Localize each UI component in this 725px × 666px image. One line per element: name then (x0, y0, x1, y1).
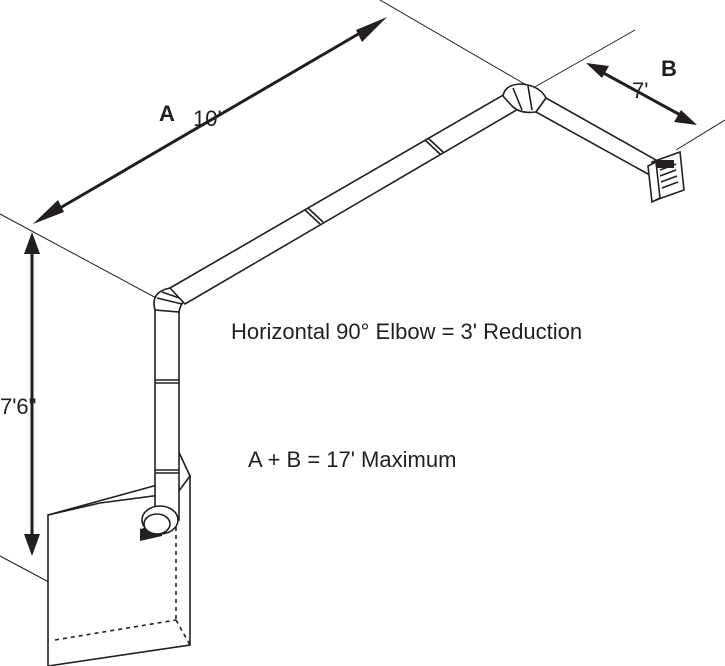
upper-horizontal-elbow (502, 83, 547, 114)
dimension-arrow-height (24, 232, 40, 556)
vent-termination-cap (647, 150, 685, 204)
elbow-reduction-note: Horizontal 90° Elbow = 3' Reduction (231, 319, 582, 344)
dimension-arrow-a (33, 17, 387, 224)
maximum-length-note: A + B = 17' Maximum (248, 447, 456, 472)
horizontal-run-pipe-a (168, 93, 522, 306)
horizontal-run-pipe-b (534, 96, 658, 176)
label-section-b: B (661, 56, 677, 81)
label-section-a: A (159, 101, 175, 126)
label-length-a: 10' (193, 106, 222, 131)
label-length-b: 7' (632, 78, 648, 103)
dimension-arrow-b (586, 63, 697, 125)
vertical-vent-pipe (141, 304, 180, 535)
label-height: 7'6" (0, 394, 36, 419)
